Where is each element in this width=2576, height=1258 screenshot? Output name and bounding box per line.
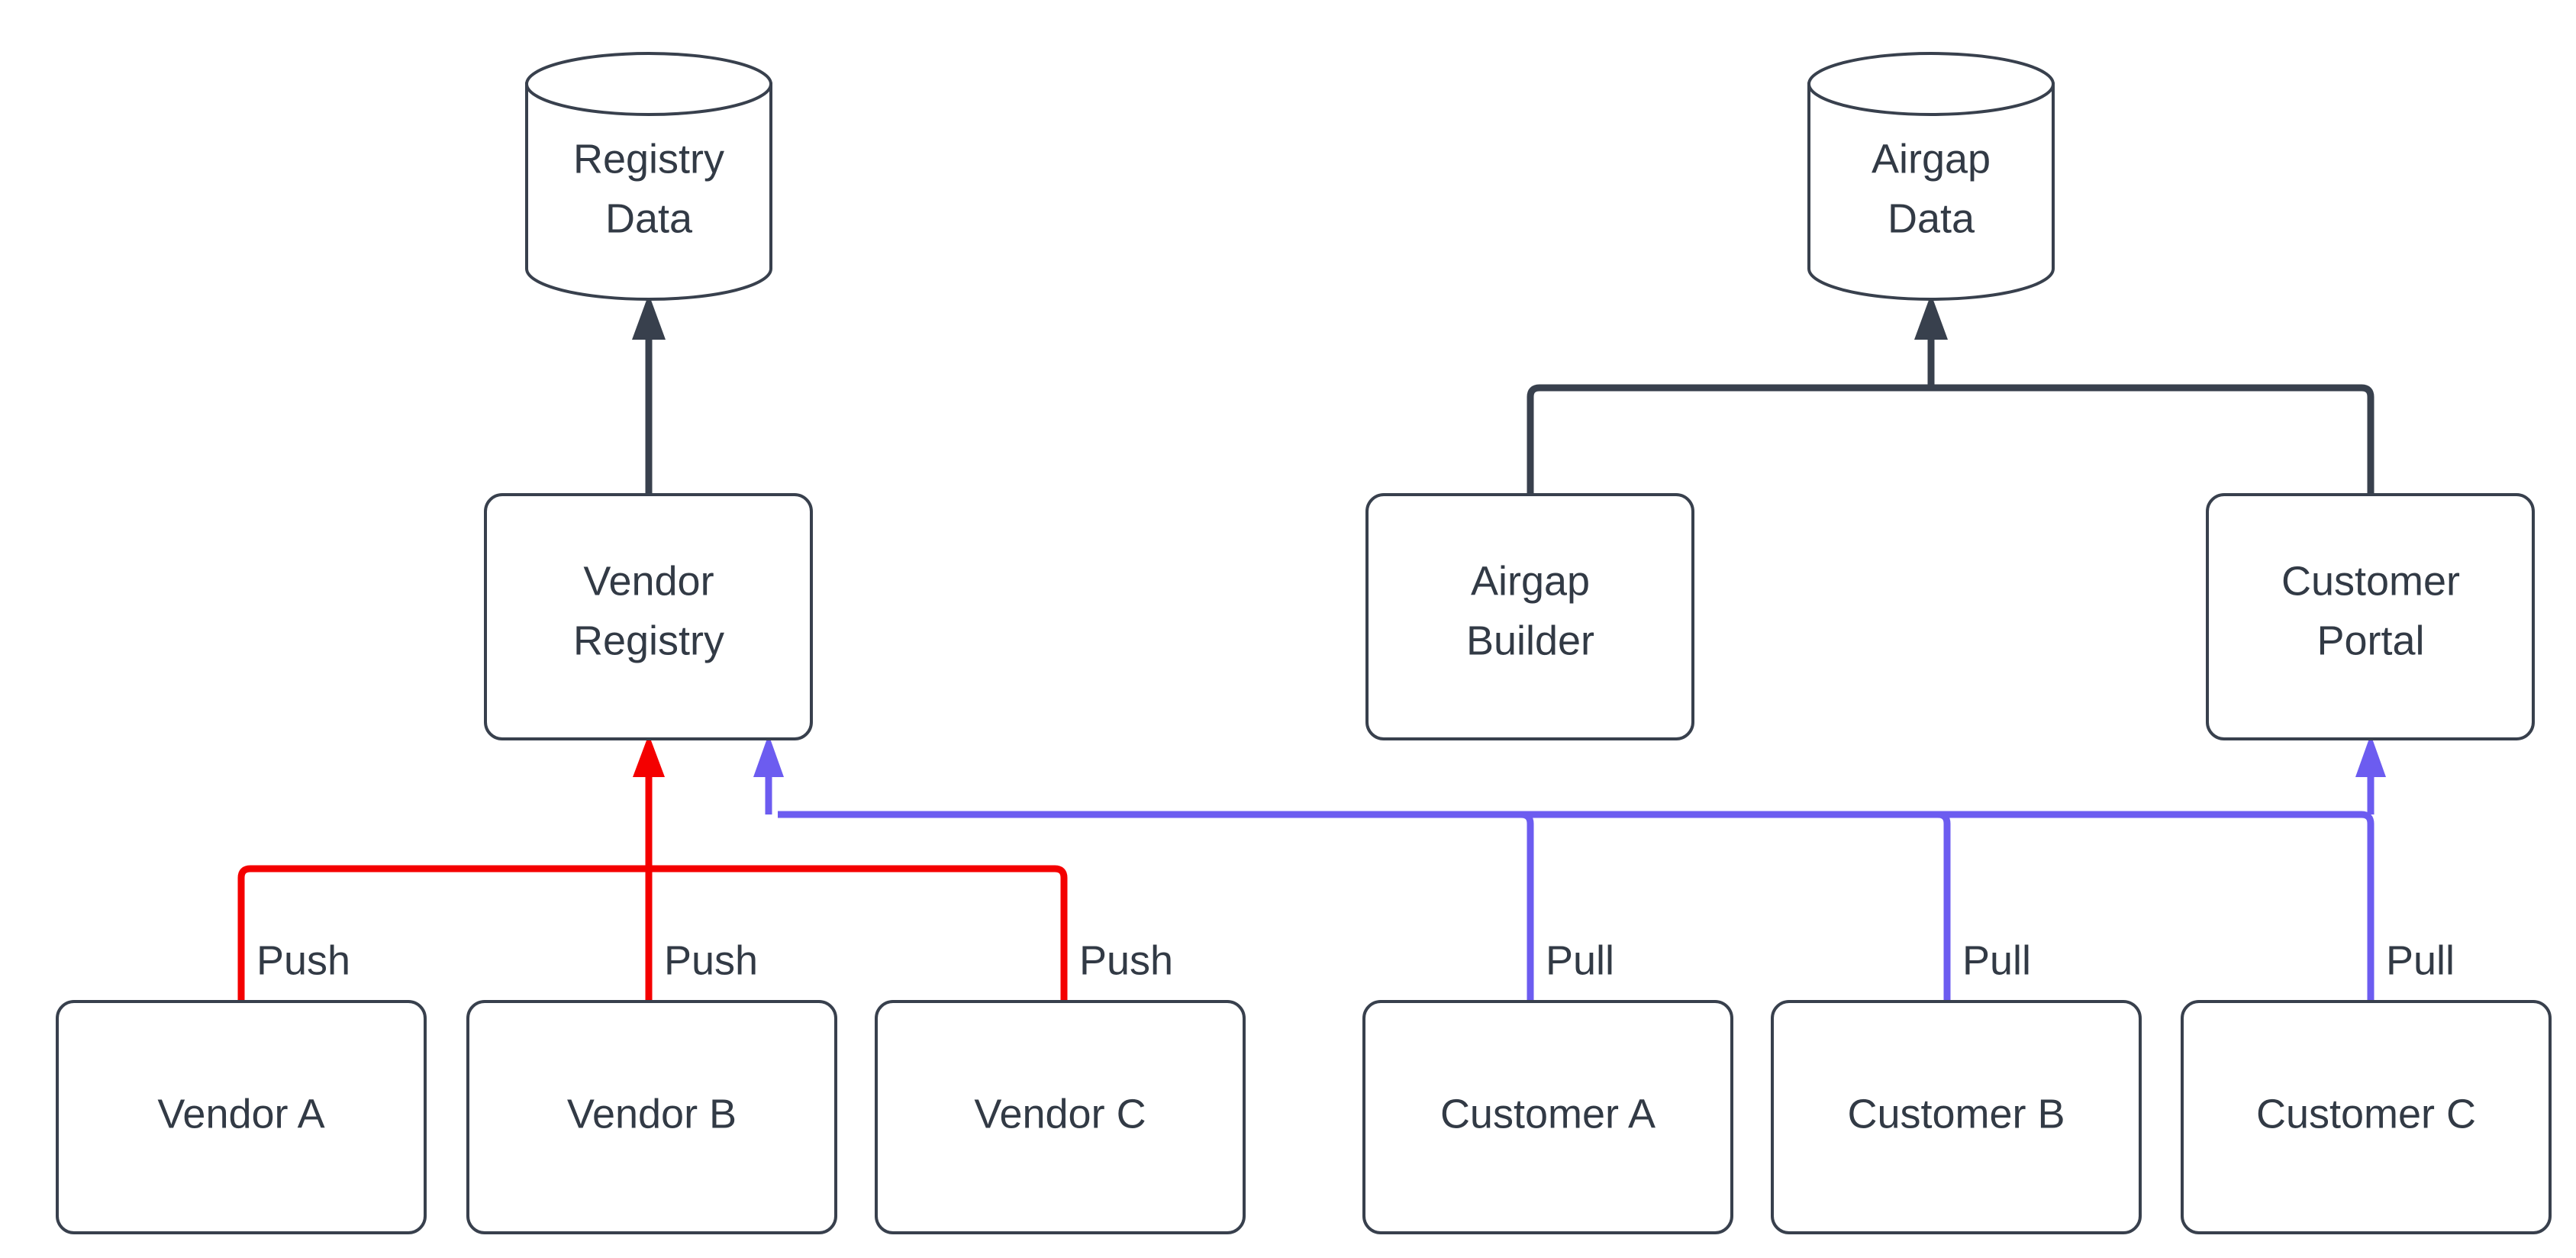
node-box xyxy=(2181,1000,2552,1234)
vendor-registry-label-line2: Registry xyxy=(573,618,724,663)
edge-customer-c-pull xyxy=(778,734,2386,1002)
edge-label-push-vendor-b: Push xyxy=(664,937,758,983)
edge-label-push-vendor-a: Push xyxy=(256,937,350,983)
node-customer-b[interactable]: Customer B xyxy=(1771,1000,2142,1234)
customer-portal-label-line2: Portal xyxy=(2316,618,2424,663)
node-airgap-data[interactable]: Airgap Data xyxy=(1807,52,2055,301)
edge-vendor-a-push xyxy=(237,865,649,1002)
edge-label-push-vendor-c: Push xyxy=(1079,937,1173,983)
arrowhead-icon xyxy=(753,734,784,777)
vendor-c-label: Vendor C xyxy=(974,1091,1146,1137)
node-vendor-b[interactable]: Vendor B xyxy=(466,1000,837,1234)
edge-pull-into-vendor-registry xyxy=(753,734,784,814)
node-customer-c[interactable]: Customer C xyxy=(2181,1000,2552,1234)
arrowhead-icon xyxy=(1914,294,1948,340)
edge-line xyxy=(649,865,1068,1002)
edge-label-pull-customer-a: Pull xyxy=(1546,937,1614,983)
customer-a-label: Customer A xyxy=(1440,1091,1656,1137)
arrowhead-icon xyxy=(2355,734,2386,777)
vendor-registry-label-line1: Vendor xyxy=(583,558,714,604)
registry-data-label-line2: Data xyxy=(605,195,693,241)
edge-airgap-builder-to-airgap-data xyxy=(1527,384,1924,495)
node-registry-data[interactable]: Registry Data xyxy=(525,52,772,301)
airgap-data-label-line1: Airgap xyxy=(1872,136,1991,182)
node-box xyxy=(466,1000,837,1234)
airgap-data-label-line2: Data xyxy=(1888,195,1975,241)
node-box xyxy=(1365,493,1694,740)
cylinder-top xyxy=(1807,52,2055,116)
edge-vendor-c-push xyxy=(649,865,1068,1002)
edge-line xyxy=(237,865,649,1002)
edge-line xyxy=(1924,384,2374,495)
node-vendor-c[interactable]: Vendor C xyxy=(875,1000,1246,1234)
edge-vendor-b-push xyxy=(633,734,665,1002)
node-box xyxy=(484,493,813,740)
customer-b-label: Customer B xyxy=(1847,1091,2065,1137)
cylinder-body xyxy=(525,82,772,301)
airgap-builder-label-line1: Airgap xyxy=(1471,558,1590,604)
node-box xyxy=(56,1000,427,1234)
customer-c-label: Customer C xyxy=(2256,1091,2476,1137)
edge-label-pull-customer-b: Pull xyxy=(1962,937,2031,983)
edge-line xyxy=(778,811,1951,1002)
cylinder-top xyxy=(525,52,772,116)
edge-vendor-registry-to-registry-data xyxy=(632,294,666,495)
node-box xyxy=(1362,1000,1733,1234)
node-customer-portal[interactable]: Customer Portal xyxy=(2206,493,2535,740)
registry-data-label-line1: Registry xyxy=(573,136,724,182)
node-vendor-a[interactable]: Vendor A xyxy=(56,1000,427,1234)
customer-portal-label-line1: Customer xyxy=(2281,558,2460,604)
node-vendor-registry[interactable]: Vendor Registry xyxy=(484,493,813,740)
node-customer-a[interactable]: Customer A xyxy=(1362,1000,1733,1234)
edge-customer-b-pull xyxy=(778,811,1951,1002)
cylinder-body xyxy=(1807,82,2055,301)
vendor-a-label: Vendor A xyxy=(157,1091,324,1137)
node-box xyxy=(875,1000,1246,1234)
arrowhead-icon xyxy=(632,294,666,340)
airgap-builder-label-line2: Builder xyxy=(1466,618,1594,663)
arrowhead-icon xyxy=(633,734,665,777)
vendor-b-label: Vendor B xyxy=(567,1091,737,1137)
edge-line xyxy=(778,811,2374,1002)
edge-label-pull-customer-c: Pull xyxy=(2386,937,2455,983)
node-airgap-builder[interactable]: Airgap Builder xyxy=(1365,493,1694,740)
edge-customer-portal-to-airgap-data xyxy=(1914,294,2374,495)
node-box xyxy=(1771,1000,2142,1234)
edge-line xyxy=(1527,384,1924,495)
node-box xyxy=(2206,493,2535,740)
